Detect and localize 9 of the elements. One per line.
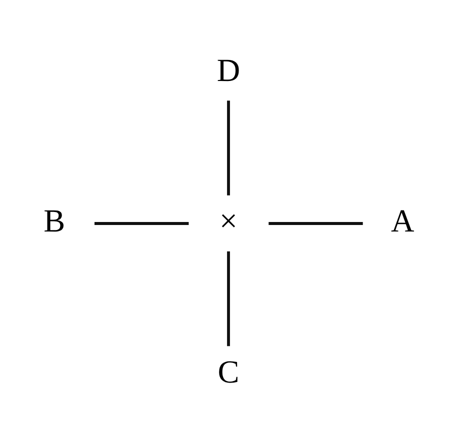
node-text: B xyxy=(43,202,65,238)
connector xyxy=(94,222,188,224)
connector xyxy=(226,250,230,346)
node-text: A xyxy=(390,202,414,238)
node-text: × xyxy=(218,202,238,238)
node-text: C xyxy=(217,352,239,389)
node-text: D xyxy=(216,51,240,88)
connector xyxy=(268,222,362,224)
connector xyxy=(226,100,230,195)
